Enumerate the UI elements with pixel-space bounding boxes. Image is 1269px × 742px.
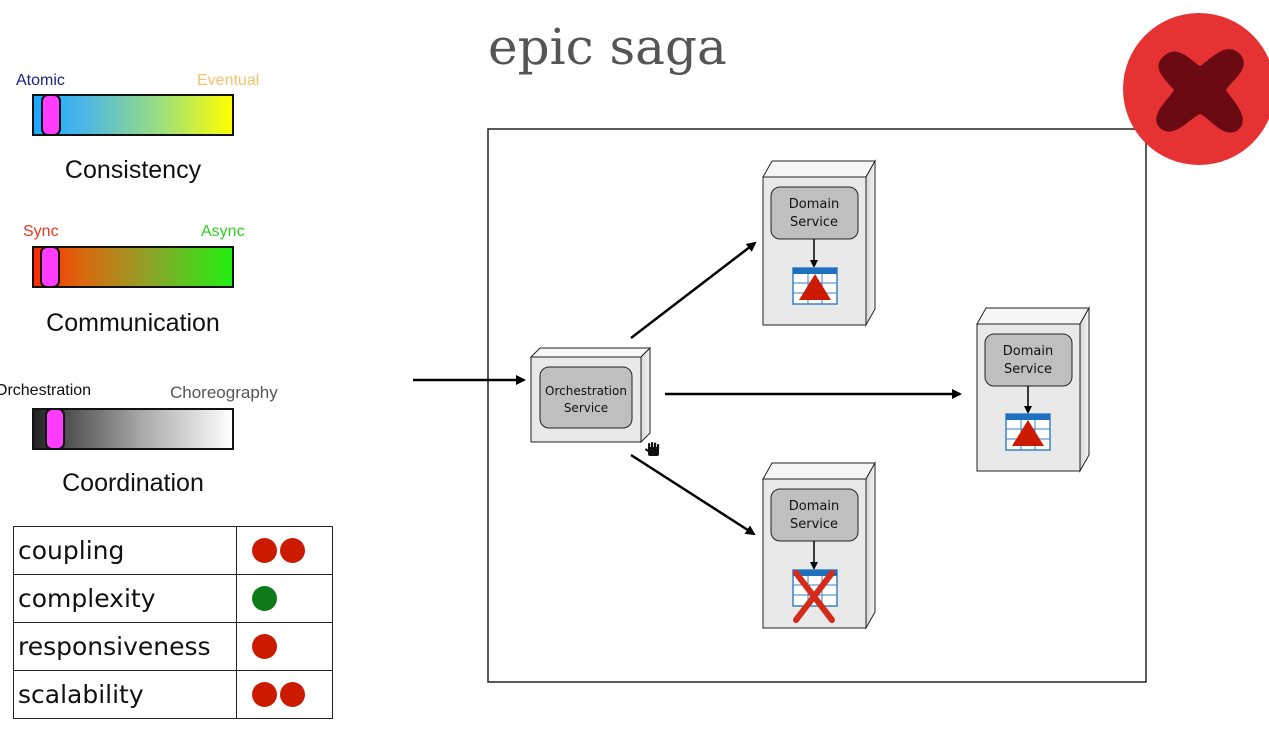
slider-left-label: Atomic [16,72,65,89]
slider-left-label: Sync [23,223,59,240]
rating-dot [252,682,277,707]
orchestrator-label-line1: Orchestration [545,384,627,398]
orchestration-service-node[interactable]: Orchestration Service [529,346,652,444]
metric-row: scalability [13,670,333,719]
diagram-frame [487,128,1147,683]
slider-knob[interactable] [45,408,65,450]
slider-track [32,94,234,136]
rating-dot [252,586,277,611]
domain-label-line1: Domain [789,499,839,514]
domain-label-line2: Service [1004,362,1052,377]
arrow-to-domain-top [630,241,757,339]
slider-right-label: Eventual [197,72,260,89]
slider-caption: Coordination [62,469,204,497]
update-triangle-icon [1012,420,1044,446]
slider-caption: Consistency [64,156,202,184]
domain-service-node-bottom[interactable]: Domain Service [762,461,876,630]
domain-label-line1: Domain [1003,344,1053,359]
slider-right-label: Choreography [170,383,278,402]
arrow-to-domain-bottom [630,453,756,536]
database-table-icon [792,267,838,305]
slider-track [32,246,234,288]
hand-cursor-icon [645,442,660,456]
domain-service-node-right[interactable]: Domain Service [976,306,1090,473]
rating-dot [252,538,277,563]
slider-knob[interactable] [40,246,60,288]
slider-caption: Communication [46,309,220,337]
metric-rating [236,526,333,575]
metric-rating [236,574,333,623]
slider-right-label: Async [201,223,245,240]
rating-dot [280,538,305,563]
metric-rating [236,622,333,671]
rating-dot [280,682,305,707]
domain-label-line2: Service [790,215,838,230]
slider-left-label: Orchestration [0,382,92,399]
slider-knob[interactable] [41,94,61,136]
page-title: epic saga [488,18,727,76]
update-triangle-icon [799,274,831,300]
domain-label-line1: Domain [789,197,839,212]
rating-dot [252,634,277,659]
orchestrator-label-line2: Service [564,401,608,415]
x-mark-icon [1123,13,1269,165]
metric-row: responsiveness [13,622,333,671]
metric-rating [236,670,333,719]
domain-service-node-top[interactable]: Domain Service [762,159,876,327]
metric-row: complexity [13,574,333,623]
failure-x-icon [793,570,835,623]
metric-name: complexity [13,574,237,623]
domain-label-line2: Service [790,517,838,532]
metric-name: responsiveness [13,622,237,671]
database-table-icon [1005,413,1051,451]
slider-track [32,408,234,450]
metric-name: scalability [13,670,237,719]
